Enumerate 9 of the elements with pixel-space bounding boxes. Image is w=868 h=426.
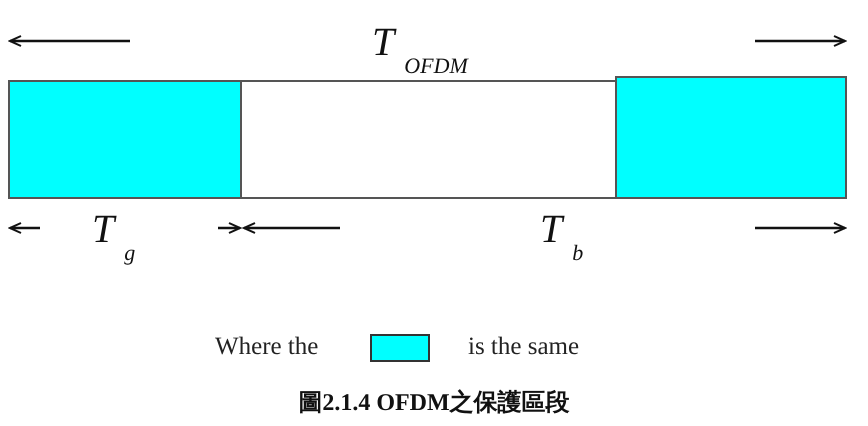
symbol-label: T$_{g}$ [92, 205, 136, 266]
segment-box [615, 76, 847, 199]
legend-text: is the same [468, 333, 580, 361]
symbol-label: T$_{OFDM}$ [372, 18, 468, 79]
segment-box [8, 80, 242, 199]
segment-box [240, 80, 617, 199]
symbol-label: T$_{b}$ [540, 205, 584, 266]
caption: 圖2.1.4 OFDM之保護區段 [297, 388, 571, 418]
note-text: Where the [215, 333, 318, 361]
